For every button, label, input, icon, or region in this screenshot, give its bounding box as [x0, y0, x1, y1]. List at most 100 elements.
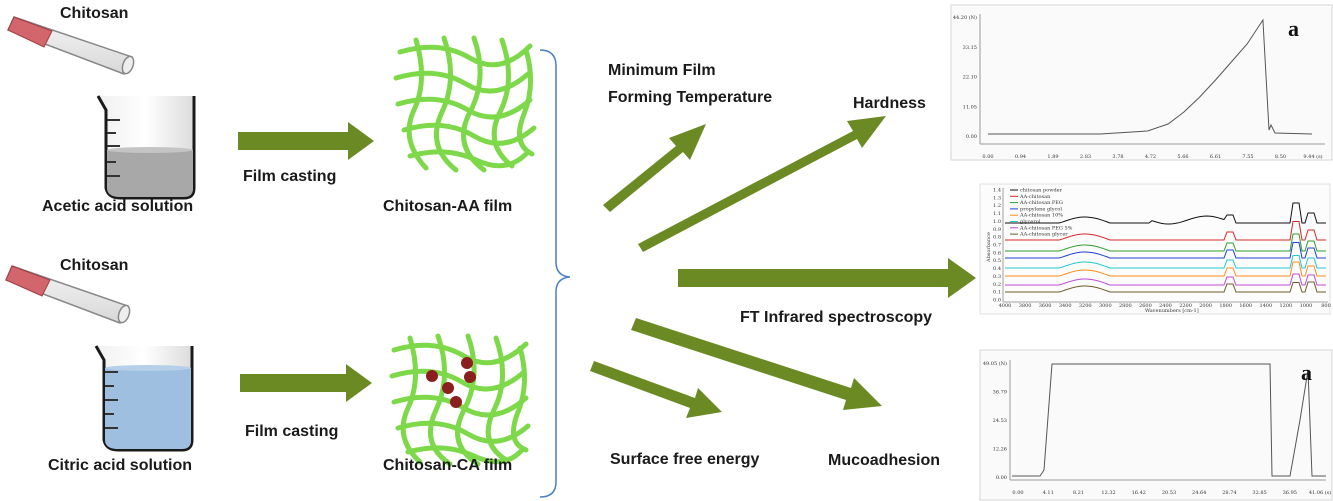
muco-x-tick: 4.11: [1043, 490, 1054, 496]
hardness-x-tick: 7.55: [1242, 154, 1253, 160]
muco-x-tick: 36.95: [1283, 490, 1297, 496]
muco-x-tick: 16.42: [1132, 490, 1146, 496]
ftir-x-tick: 3800: [1019, 303, 1032, 309]
ftir-x-tick: 1000: [1300, 303, 1313, 309]
hardness-y-tick: 11.05: [963, 104, 977, 110]
ftir-legend-entry: propylene glycol: [1020, 206, 1062, 212]
ftir-x-tick: 3600: [1039, 303, 1052, 309]
ftir-legend-entry: AA-chitosan glycer: [1019, 232, 1068, 238]
hardness-x-tick: 0.94: [1015, 154, 1026, 160]
chitosan-label-bottom: Chitosan: [60, 257, 129, 274]
ca-crosslink-particles: [426, 357, 476, 408]
hardness-curve: [988, 18, 1313, 135]
mucoadhesion-chart: 49.05 (N) 36.79 24.53 12.26 0.00 0.00 4.11 8.2…: [979, 349, 1333, 501]
ftir-x-tick: 2000: [1199, 303, 1212, 309]
film-casting-arrow-bottom: [240, 364, 372, 402]
ftir-spectrum-line: [1005, 202, 1326, 225]
muco-panel-letter: a: [1301, 360, 1312, 385]
ftir-y-tick: 0.1: [993, 290, 1001, 296]
ftir-y-tick: 1.0: [993, 219, 1001, 225]
ftir-x-tick: 1400: [1259, 303, 1272, 309]
muco-y-tick: 24.53: [993, 418, 1007, 424]
muco-x-tick: 24.64: [1192, 490, 1206, 496]
ftir-y-tick: 1.4: [993, 188, 1001, 194]
beaker-icon-acetic: [96, 95, 196, 200]
mfft-label-line2: Forming Temperature: [608, 89, 773, 106]
ftir-x-tick: 2600: [1139, 303, 1152, 309]
mfft-label-line1: Minimum Film: [608, 62, 716, 79]
muco-x-tick: 0.00: [1012, 490, 1023, 496]
hardness-x-tick: 4.72: [1145, 154, 1156, 160]
ftir-x-tick: 800: [1321, 303, 1331, 309]
grouping-brace: [539, 49, 571, 498]
hardness-x-tick: 2.83: [1080, 154, 1091, 160]
film-casting-label-top: Film casting: [243, 168, 337, 185]
ftir-y-tick: 0.4: [993, 266, 1001, 272]
muco-x-tick: 12.32: [1101, 490, 1115, 496]
chitosan-ca-film-icon: [389, 333, 531, 467]
chitosan-ca-film-label: Chitosan-CA film: [383, 457, 513, 474]
muco-y-tick: 12.26: [993, 447, 1007, 453]
ftir-y-tick: 0.8: [993, 235, 1001, 241]
hardness-y-tick: 33.15: [963, 45, 977, 51]
arrow-to-surface-energy: [590, 361, 722, 418]
hardness-label: Hardness: [853, 95, 926, 112]
hardness-x-tick: 9.44 (s): [1303, 153, 1322, 160]
film-casting-arrow-top: [238, 122, 374, 160]
chitosan-label-top: Chitosan: [60, 5, 129, 22]
ftir-x-tick: 3400: [1059, 303, 1072, 309]
ftir-y-tick: 1.2: [993, 203, 1001, 209]
ftir-spectrum-line: [1005, 261, 1326, 277]
ftir-x-tick: 1600: [1239, 303, 1252, 309]
hardness-x-tick: 3.78: [1112, 154, 1123, 160]
chitosan-aa-film-label: Chitosan-AA film: [383, 198, 513, 215]
ftir-y-tick: 0.3: [993, 274, 1001, 280]
ftir-x-tick: 1800: [1219, 303, 1232, 309]
muco-y-tick: 0.00: [996, 475, 1007, 481]
mucoadhesion-curve: [1012, 363, 1326, 477]
arrow-to-ftir: [678, 258, 976, 298]
hardness-x-tick: 6.61: [1210, 154, 1221, 160]
hardness-y-tick: 0.00: [966, 134, 977, 140]
ftir-legend-entry: AA-chitosan PEG: [1019, 200, 1063, 206]
ftir-x-tick: 3200: [1079, 303, 1092, 309]
arrow-to-hardness: [638, 116, 886, 252]
muco-y-tick: 36.79: [993, 390, 1007, 396]
hardness-panel-letter: a: [1288, 16, 1299, 41]
ftir-y-tick: 0.7: [993, 243, 1001, 249]
ftir-spectrum-line: [1005, 233, 1326, 252]
ftir-legend-entry: AA-chitosan: [1019, 194, 1051, 200]
ftir-x-tick: 3000: [1099, 303, 1112, 309]
ftir-x-tick: 1200: [1280, 303, 1293, 309]
ftir-spectrum-line: [1005, 242, 1326, 259]
ftir-y-tick: 0.6: [993, 250, 1001, 256]
acetic-acid-solution-label: Acetic acid solution: [42, 198, 194, 215]
muco-y-tick: 49.05 (N): [983, 360, 1007, 367]
hardness-y-tick: 44.20 (N): [953, 14, 977, 21]
muco-x-tick: 28.74: [1222, 490, 1236, 496]
muco-x-tick: 41.06 (s): [1309, 489, 1331, 496]
ftir-x-tick: 2200: [1179, 303, 1192, 309]
ftir-x-tick: 4000: [999, 303, 1012, 309]
ftir-y-tick: 0.2: [993, 282, 1001, 288]
ftir-y-tick: 1.1: [993, 211, 1001, 217]
chitosan-aa-film-icon: [393, 35, 537, 173]
arrow-to-mfft: [603, 124, 706, 212]
ftir-spectrum-line: [1005, 221, 1326, 241]
ftir-y-tick: 0.9: [993, 227, 1001, 233]
ftir-x-tick: 2400: [1159, 303, 1172, 309]
ftir-spectrum-line: [1005, 255, 1326, 269]
muco-x-tick: 8.21: [1073, 490, 1084, 496]
ftir-y-label: Absorbance: [986, 232, 992, 263]
muco-x-tick: 20.53: [1162, 490, 1176, 496]
muco-x-tick: 32.85: [1252, 490, 1266, 496]
ftir-legend-entry: AA-chitosan 10%: [1019, 213, 1063, 219]
ftir-y-tick: 0.0: [993, 298, 1001, 304]
ftir-x-label: Wavenumbers [cm-1]: [1145, 308, 1199, 314]
film-casting-label-bottom: Film casting: [245, 423, 339, 440]
test-tube-icon-top: [6, 16, 135, 75]
ftir-spectrum-line: [1005, 281, 1326, 293]
